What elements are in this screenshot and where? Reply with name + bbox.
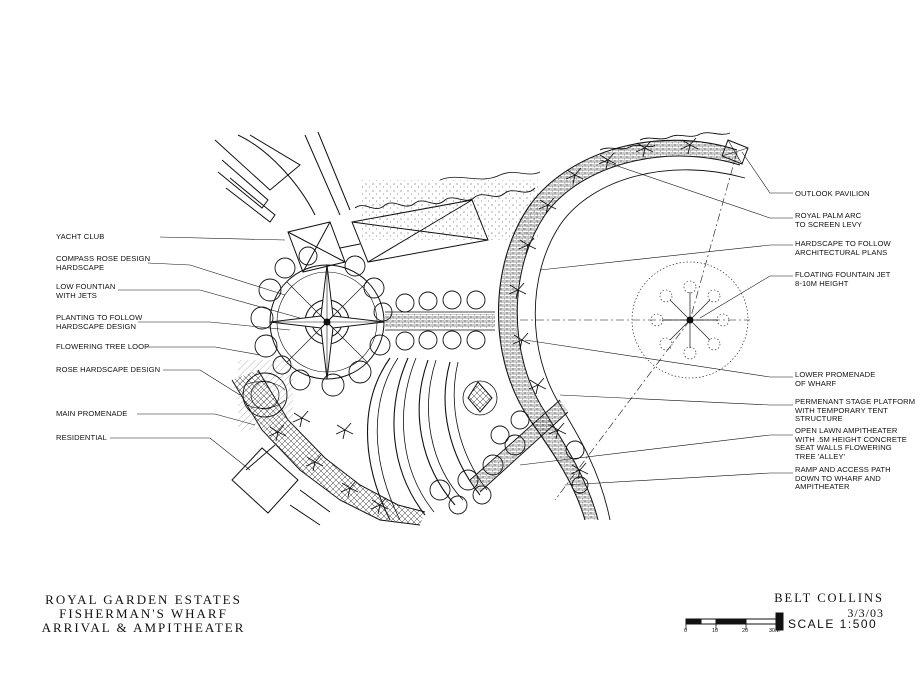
label-hardscape-follow: HARDSCAPE TO FOLLOW ARCHITECTURAL PLANS	[795, 239, 891, 257]
label-outlook-pavilion: OUTLOOK PAVILION	[795, 189, 870, 198]
label-floating-fountain: FLOATING FOUNTAIN JET 8-10M HEIGHT	[795, 270, 891, 288]
tree-alley	[429, 410, 530, 515]
sheet-title: ARRIVAL & AMPITHEATER	[41, 620, 246, 635]
project-subtitle: FISHERMAN'S WHARF	[59, 606, 228, 621]
palm-trees-promenade	[268, 410, 389, 515]
label-open-lawn: OPEN LAWN AMPITHEATER WITH .5M HEIGHT CO…	[795, 426, 907, 461]
leader-lines-right	[519, 151, 793, 486]
hedge-row	[354, 171, 541, 240]
label-lower-promenade: LOWER PROMENADE OF WHARF	[795, 370, 876, 388]
leader-lines-left	[110, 236, 301, 471]
label-rose-hardscape: ROSE HARDSCAPE DESIGN	[56, 365, 161, 374]
label-ramp: RAMP AND ACCESS PATH DOWN TO WHARF AND A…	[795, 465, 891, 492]
label-compass-rose: COMPASS ROSE DESIGN HARDSCAPE	[56, 254, 151, 272]
scale-tick-30m: 30M	[769, 628, 780, 634]
label-stage-platform: PERMENANT STAGE PLATFORM WITH TEMPORARY …	[795, 397, 916, 424]
axis-lines	[520, 151, 750, 501]
label-residential: RESIDENTIAL	[56, 433, 107, 442]
scale-tick-0: 0	[684, 628, 688, 634]
residential-lower	[231, 444, 331, 526]
residential-buildings	[214, 131, 351, 223]
royal-palm-arc	[508, 137, 699, 494]
firm-name: BELT COLLINS	[774, 591, 884, 605]
title-block: ROYAL GARDEN ESTATES FISHERMAN'S WHARF A…	[36, 593, 251, 635]
tree-rows	[385, 290, 495, 351]
rose-hardscape	[238, 360, 293, 430]
firm-block: BELT COLLINS 3/3/03	[760, 591, 884, 620]
drawing-date: 3/3/03	[847, 606, 884, 620]
graphic-scale-bar	[685, 612, 784, 631]
label-main-promenade: MAIN PROMENADE	[56, 409, 128, 418]
scale-tick-20: 20	[742, 628, 749, 634]
compass-rose-plaza	[269, 264, 385, 380]
label-flowering-tree-loop: FLOWERING TREE LOOP	[56, 342, 150, 351]
outlook-pavilion	[721, 139, 749, 165]
ramp-access-path	[469, 399, 569, 493]
label-yacht-club: YACHT CLUB	[56, 232, 105, 241]
label-low-fountain: LOW FOUNTIAN WITH JETS	[56, 282, 116, 300]
project-title: ROYAL GARDEN ESTATES	[45, 592, 242, 607]
scale-tick-10: 10	[712, 628, 719, 634]
scale-ratio: SCALE 1:500	[788, 617, 878, 631]
label-planting: PLANTING TO FOLLOW HARDSCAPE DESIGN	[56, 313, 143, 331]
label-royal-palm-arc: ROYAL PALM ARC TO SCREEN LEVY	[795, 211, 863, 229]
